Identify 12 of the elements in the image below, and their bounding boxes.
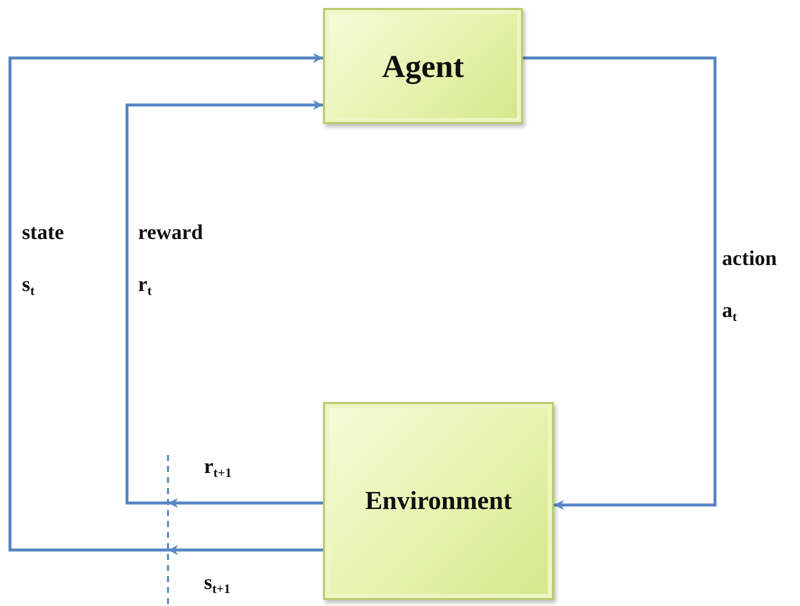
arrow bbox=[523, 56, 716, 510]
box-title: Agent bbox=[382, 48, 464, 84]
edge-label: state s$_{t}$ bbox=[22, 219, 65, 300]
process-box bbox=[323, 8, 523, 124]
edge-label: reward r$_{t}$ bbox=[138, 219, 204, 300]
signal-label: s$_{t+1}$ bbox=[204, 569, 232, 598]
arrow bbox=[8, 53, 323, 552]
box-title: Environment bbox=[365, 486, 512, 516]
process-box bbox=[323, 402, 554, 600]
edge-label: action a$_{t}$ bbox=[722, 245, 778, 326]
signal-label: r$_{t+1}$ bbox=[204, 453, 233, 482]
arrow bbox=[126, 100, 323, 504]
